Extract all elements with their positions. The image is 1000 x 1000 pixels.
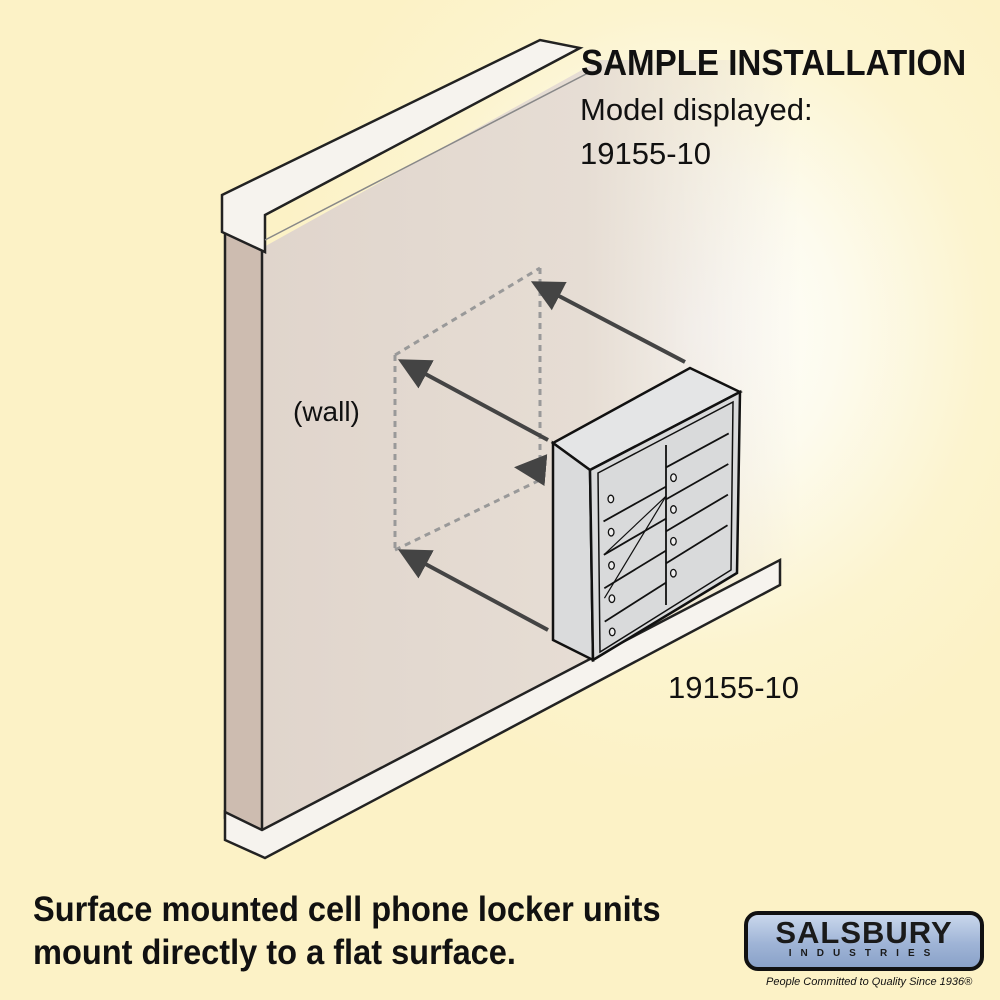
unit-label: 19155-10 (668, 670, 800, 705)
lock-icon (670, 505, 677, 514)
model-number: 19155-10 (580, 136, 712, 171)
door-edge (665, 493, 729, 533)
locker-unit (550, 366, 743, 663)
caption-line-1: Surface mounted cell phone locker units (33, 890, 661, 929)
door-edge (603, 517, 667, 556)
lock-icon (669, 568, 677, 578)
wall-face (262, 60, 800, 835)
arrows (397, 281, 686, 632)
logo-tagline: People Committed to Quality Since 1936® (766, 976, 973, 988)
wall-label: (wall) (293, 396, 360, 427)
lock-icon (608, 627, 616, 637)
lock-icon (608, 560, 615, 570)
door-edge (665, 432, 730, 469)
caption: Surface mounted cell phone locker units … (33, 888, 661, 974)
model-label: Model displayed: (580, 92, 813, 127)
caption-line-2: mount directly to a flat surface. (33, 933, 516, 972)
salsbury-logo: SALSBURY INDUSTRIES (744, 911, 984, 971)
door-edge (665, 524, 728, 565)
lock-icon (670, 473, 677, 483)
door-edge (603, 495, 667, 556)
door-edge (603, 485, 667, 523)
logo-name: SALSBURY (775, 915, 953, 950)
lock-icon (669, 536, 677, 546)
lock-icon (607, 527, 615, 537)
lock-icon (607, 494, 615, 504)
door-edge (603, 495, 667, 599)
logo-subtitle: INDUSTRIES (788, 948, 940, 959)
lock-icon (608, 594, 616, 604)
baseboard (223, 557, 782, 860)
door-edge (604, 581, 667, 623)
door-edge (665, 463, 729, 501)
page-title: SAMPLE INSTALLATION (581, 42, 967, 83)
wall-end (223, 225, 264, 837)
